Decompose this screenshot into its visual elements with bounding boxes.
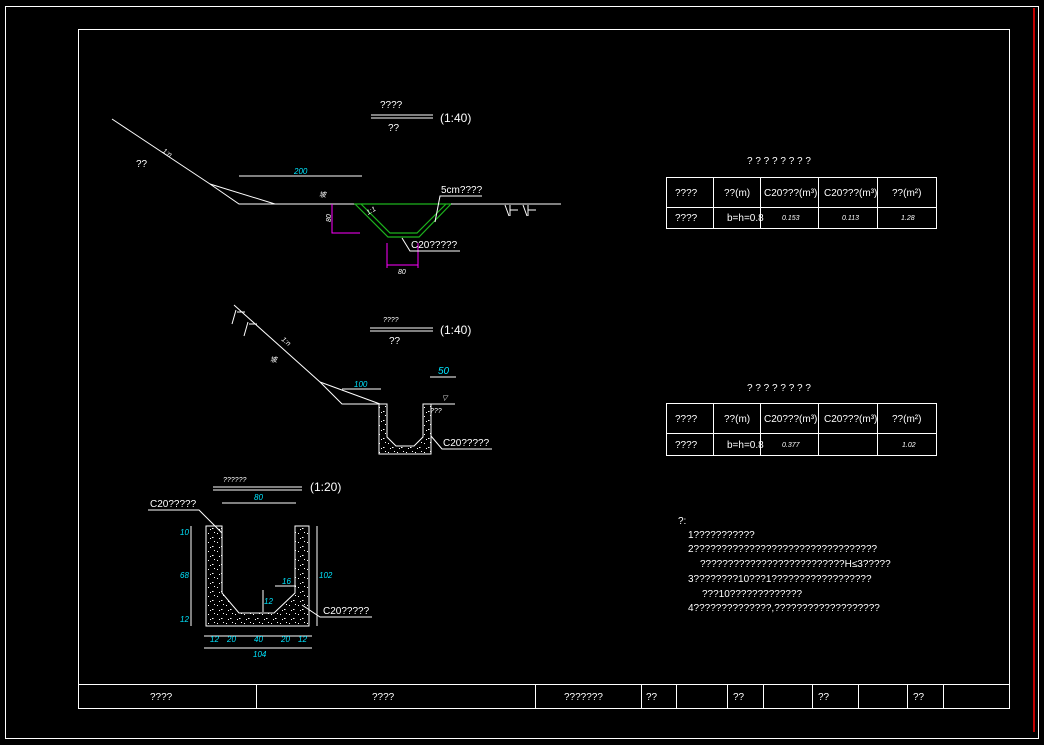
title-block: ???? ???? ??????? ?? ?? ?? ?? [78,684,1009,708]
section-1-trapezoid-ditch: ???? (1:40) ?? ?? 1:n 200 坡 1:1 80 80 5c… [111,100,561,276]
section3-dim-left-2: 12 [180,615,189,624]
section1-title: ???? [380,100,403,111]
section1-material: C20????? [411,240,458,251]
section-3-ditch-detail: ?????? (1:20) C20????? 80 10 68 12 102 1… [148,477,372,659]
table1-header: ??(m²) [892,188,921,199]
note-line: 3????????10???1?????????????????? [688,574,872,585]
section3-dim-left-0: 10 [180,528,189,537]
section2-level-label: ▽ [442,395,449,402]
table1-title: ? ? ? ? ? ? ? ? [747,156,811,167]
table2-header: ??(m) [724,414,750,425]
section1-slope-label: 1:n [161,148,173,159]
quantity-table-1: ? ? ? ? ? ? ? ? ???? ??(m) C20???(m³) C2… [666,156,937,229]
table1-header: C20???(m³) [764,188,817,199]
table1-cell: b=h=0.8 [727,213,764,224]
section3-scale: (1:20) [310,480,341,494]
section2-slope-label: 1:n [280,336,292,348]
note-line: 2????????????????????????????????? [688,544,878,555]
table1-header: C20???(m³) [824,188,877,199]
section2-dim-berm: 100 [354,380,368,389]
section1-scale: (1:40) [440,111,471,125]
section3-dim-chamfer-h: 12 [264,597,273,606]
notes: ?: 1??????????? 2???????????????????????… [678,516,891,614]
table2-cell: 0.377 [782,442,801,449]
section1-side-label: ?? [136,159,148,170]
table1-cell: 1.28 [901,215,915,222]
section3-dim-bottom-4: 12 [298,635,307,644]
table2-header: ???? [675,414,698,425]
quantity-table-2: ? ? ? ? ? ? ? ? ???? ??(m) C20???(m³) C2… [666,383,937,456]
section2-scale: (1:40) [440,323,471,337]
section2-title: ???? [383,317,399,324]
section3-dim-inner: 80 [254,493,263,502]
table2-cell: 1.02 [902,442,916,449]
title-block-cell: ?? [818,692,830,703]
section2-subtitle: ?? [389,336,401,347]
title-block-cell: ???? [372,692,395,703]
section2-edge-label: ??? [430,408,442,415]
section3-dim-bottom-3: 20 [280,635,290,644]
section2-dim-top: 50 [438,366,450,377]
section1-dim-width: 200 [293,167,308,176]
section3-dim-total: 104 [253,650,267,659]
table1-cell: 0.113 [842,215,859,222]
section2-material: C20????? [443,438,490,449]
section1-lining-note: 5cm???? [441,185,483,196]
table1-cell: 0.153 [782,215,800,222]
section3-dim-right: 102 [319,571,333,580]
notes-heading: ?: [678,516,686,527]
table2-cell: ???? [675,440,698,451]
section3-dim-bottom-1: 20 [226,635,236,644]
title-block-cell: ?? [733,692,745,703]
section2-side-label: 坡 [270,356,278,364]
table1-header: ??(m) [724,188,750,199]
section3-dim-bottom-2: 40 [254,635,263,644]
section3-dim-chamfer-w: 16 [282,577,291,586]
table2-cell: b=h=0.8 [727,440,764,451]
section1-slope-ratio: 1:1 [366,206,378,217]
note-line: 1??????????? [688,530,755,541]
table1-header: ???? [675,188,698,199]
table1-cell: ???? [675,213,698,224]
note-line: ??????????????????????????H≤3????? [700,559,891,570]
section1-berm-label: 坡 [319,191,327,199]
section3-dim-left-1: 68 [180,571,189,580]
section3-material-right: C20????? [323,606,370,617]
title-block-cell: ?? [913,692,925,703]
title-block-cell: ?? [646,692,658,703]
outer-frame [5,6,1039,739]
note-line: ???10????????????? [702,589,803,600]
section-2-rectangular-ditch: ???? (1:40) ?? 1:n 坡 100 50 ▽ ??? C20???… [231,304,492,455]
table2-title: ? ? ? ? ? ? ? ? [747,383,811,394]
table2-header: C20???(m³) [764,414,817,425]
title-block-cell: ???? [150,692,173,703]
section3-dim-bottom-0: 12 [210,635,219,644]
section1-dim-bottom: 80 [398,269,406,276]
section3-title: ?????? [223,477,246,484]
inner-frame [78,29,1010,709]
table2-header: C20???(m³) [824,414,877,425]
title-block-cell: ??????? [564,692,603,703]
table2-header: ??(m²) [892,414,921,425]
section1-dim-depth: 80 [326,214,333,222]
section3-material-left: C20????? [150,499,197,510]
section1-subtitle: ?? [388,123,400,134]
note-line: 4??????????????,??????????????????? [688,603,880,614]
